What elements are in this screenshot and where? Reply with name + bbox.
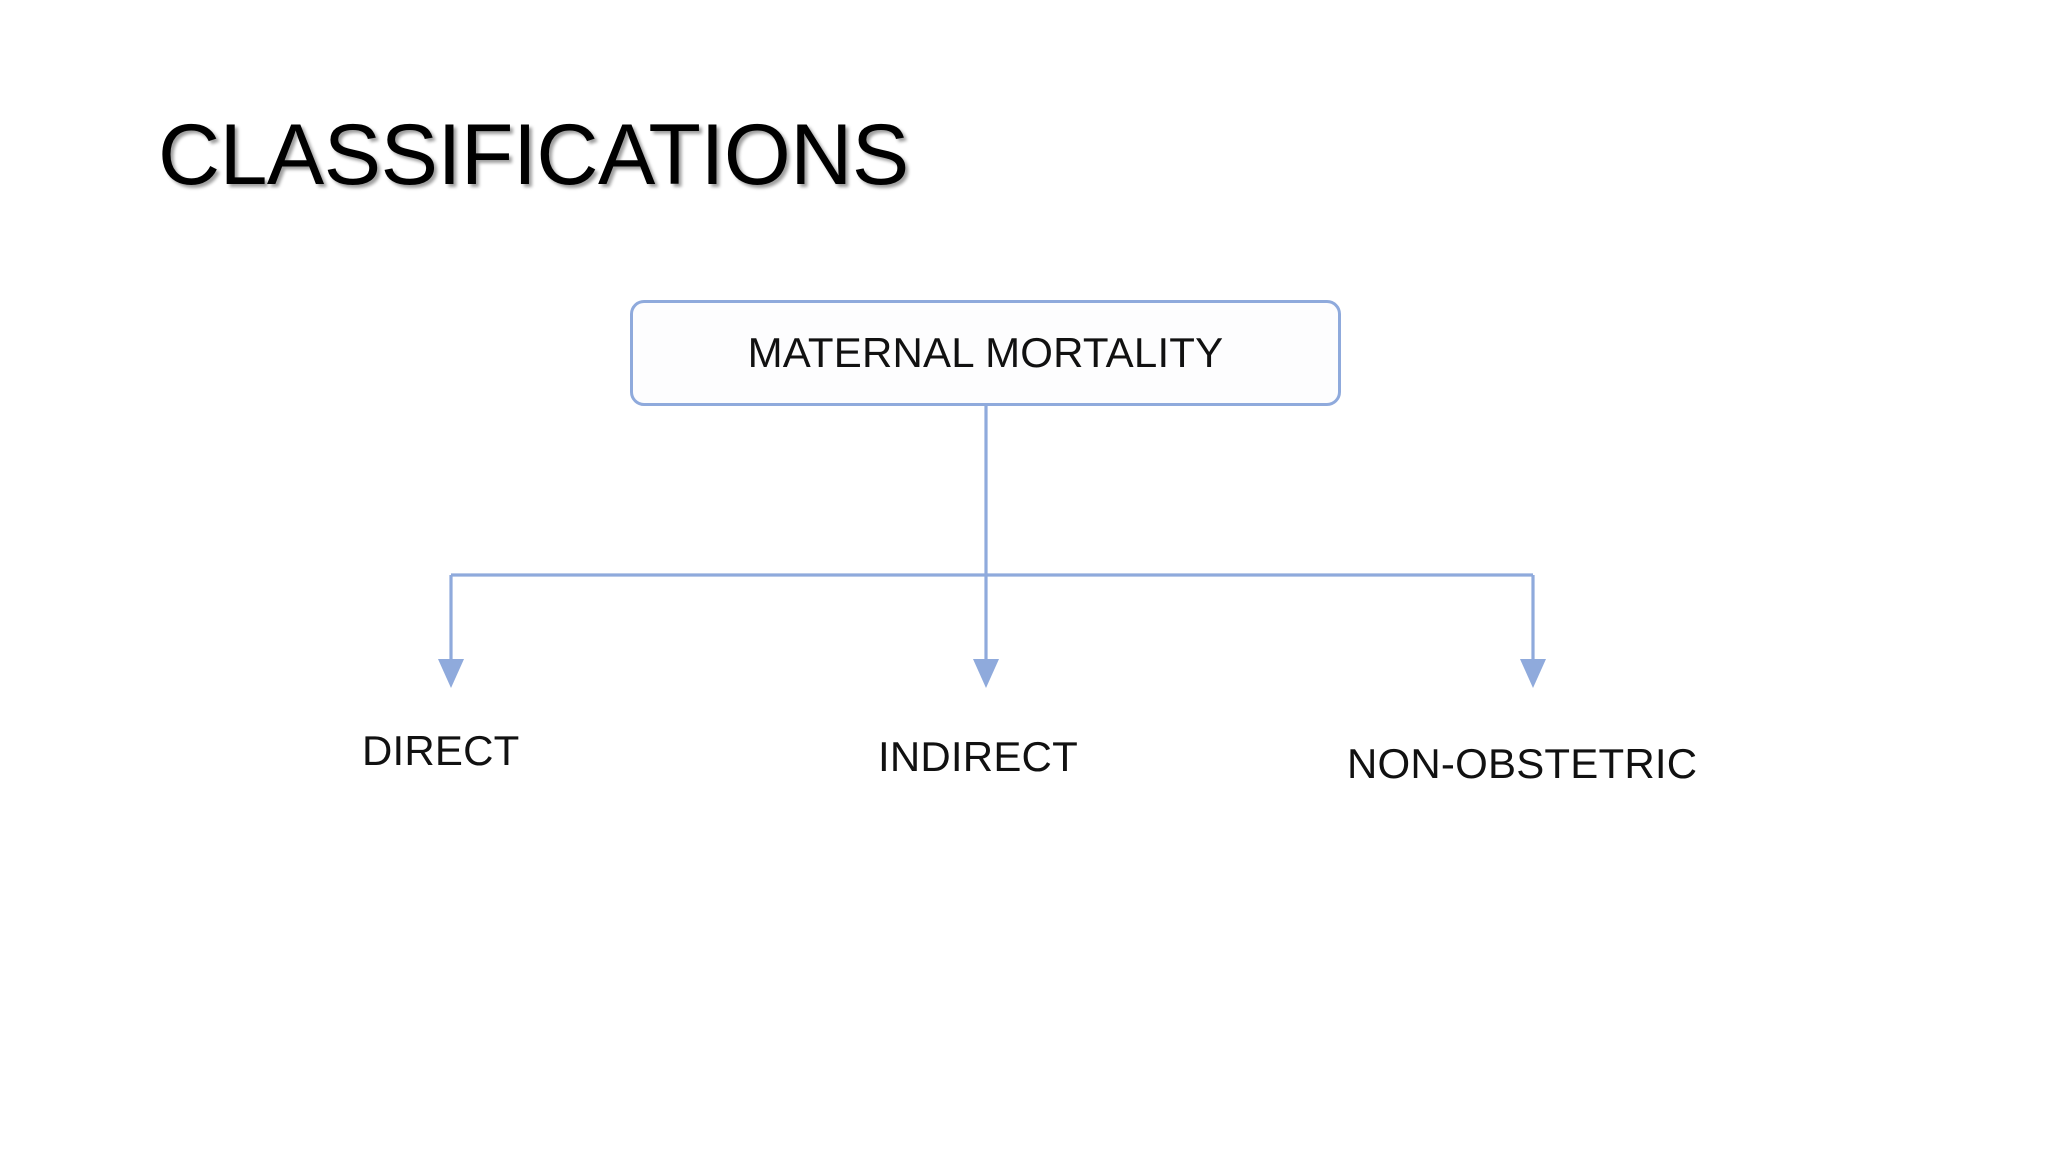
node-label: MATERNAL MORTALITY — [747, 329, 1224, 376]
node-maternal-mortality[interactable]: MATERNAL MORTALITY — [630, 300, 1341, 406]
node-label-indirect[interactable]: INDIRECT — [878, 733, 1078, 780]
node-label-direct[interactable]: DIRECT — [362, 727, 520, 774]
arrowhead-right — [1520, 659, 1546, 688]
node-label-non-obstetric[interactable]: NON-OBSTETRIC — [1347, 740, 1698, 787]
page-title: CLASSIFICATIONS — [158, 107, 909, 203]
arrowhead-left — [438, 659, 464, 688]
arrowhead-center — [973, 659, 999, 688]
